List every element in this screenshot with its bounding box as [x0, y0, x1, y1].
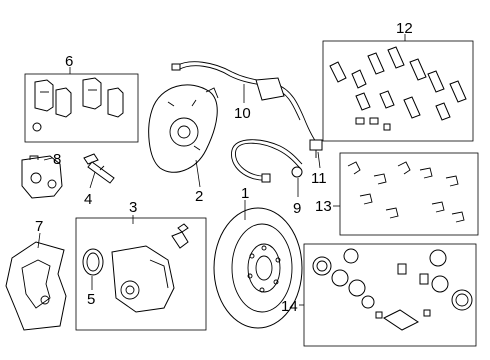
callout-5: 5 [87, 291, 95, 308]
backing-plate [148, 84, 219, 173]
seal-kit-parts [312, 248, 473, 331]
callout-12: 12 [396, 20, 413, 37]
hardware-kit-parts [347, 161, 465, 223]
callout-13: 13 [315, 198, 332, 215]
caliper-mount [5, 241, 67, 331]
brake-rotor [213, 207, 303, 329]
callout-2: 2 [195, 188, 203, 205]
leader-lines [37, 34, 406, 306]
caliper-bracket [21, 155, 63, 199]
brake-pad-set [32, 77, 124, 132]
box-hardware-kit [339, 152, 479, 236]
box-seal-kit [303, 243, 477, 347]
box-brake-pads [24, 73, 139, 143]
callout-14: 14 [281, 298, 298, 315]
callout-9: 9 [293, 200, 301, 217]
caliper-assembly [82, 223, 189, 313]
callout-8: 8 [53, 151, 61, 168]
callout-4: 4 [84, 191, 92, 208]
callout-11: 11 [311, 170, 327, 187]
callout-1: 1 [241, 185, 249, 202]
guide-pin-bolt [83, 153, 115, 184]
box-pad-kit [322, 40, 474, 142]
brake-hose [231, 139, 303, 183]
callout-3: 3 [129, 199, 137, 216]
callout-6: 6 [65, 53, 73, 70]
callout-7: 7 [35, 218, 43, 235]
box-caliper [75, 217, 207, 331]
callout-10: 10 [234, 105, 251, 122]
pad-kit-parts [329, 46, 467, 131]
sensor-wire [171, 61, 323, 158]
